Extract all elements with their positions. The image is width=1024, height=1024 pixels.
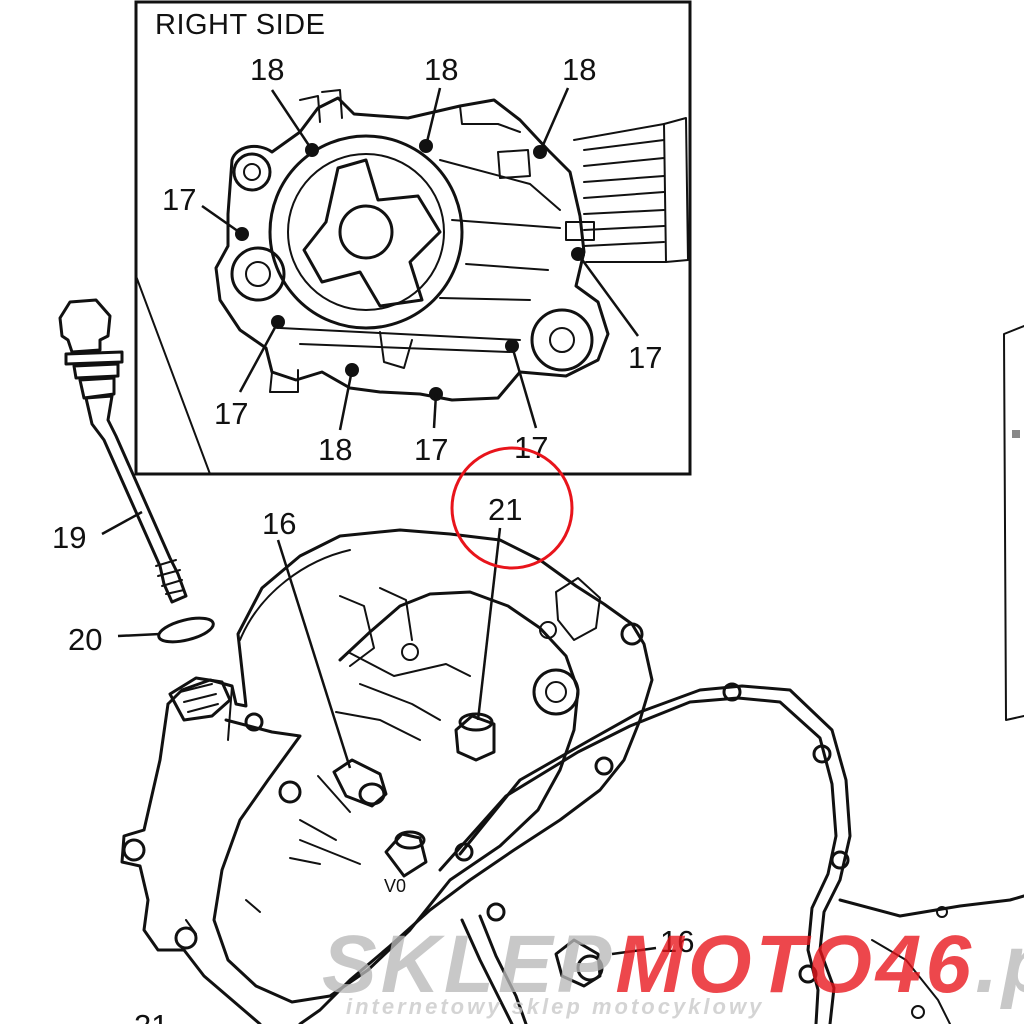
label-20: 20	[68, 622, 102, 657]
watermark-tagline: internetowy sklep motocyklowy	[346, 994, 764, 1019]
watermark-domain: .pl	[975, 919, 1024, 1010]
partial-frame-right	[1003, 325, 1024, 721]
watermark-brand-gray: SKLEP	[322, 919, 615, 1010]
inset-label-18: 18	[562, 52, 596, 87]
inset-label-18: 18	[318, 432, 352, 467]
watermark: SKLEPMOTO46.pl internetowy sklep motocyk…	[322, 919, 1024, 1019]
inset-leaders	[201, 87, 640, 431]
label-16-bottom: 16	[660, 924, 694, 959]
highlight-circle	[450, 446, 574, 570]
inset-connector-line	[135, 275, 211, 475]
label-21: 21	[488, 492, 522, 527]
outer-cover-partial	[838, 894, 1024, 1024]
right-side-inset: RIGHT SIDE	[134, 0, 692, 476]
partial-frame-mark	[1012, 430, 1020, 438]
inset-engine-drawing	[214, 89, 689, 402]
bushing	[454, 712, 496, 762]
leader-21	[476, 527, 502, 721]
inset-label-17: 17	[628, 340, 662, 375]
oil-dipstick	[58, 298, 188, 604]
inset-label-18: 18	[250, 52, 284, 87]
cover-gasket	[438, 682, 852, 1024]
o-ring	[157, 616, 215, 644]
inset-title: RIGHT SIDE	[155, 9, 325, 41]
label-19: 19	[52, 520, 86, 555]
dowel-pin-bottom	[554, 938, 604, 988]
crankcase-cover: V0	[120, 528, 654, 1024]
leader-16-bottom	[611, 946, 657, 956]
svg-text:SKLEPMOTO46.pl: SKLEPMOTO46.pl	[322, 919, 1024, 1010]
leader-19	[101, 510, 143, 536]
leader-20	[117, 632, 161, 638]
cover-embossed-mark: V0	[384, 876, 406, 896]
label-21-partial: 21	[134, 1008, 168, 1024]
inset-label-17: 17	[414, 432, 448, 467]
inset-label-17: 17	[162, 182, 196, 217]
inset-label-17: 17	[214, 396, 248, 431]
label-16-top: 16	[262, 506, 296, 541]
collar	[384, 830, 428, 878]
inset-label-18: 18	[424, 52, 458, 87]
dowel-pin-top	[332, 758, 388, 808]
watermark-brand-red: MOTO46	[615, 919, 975, 1010]
